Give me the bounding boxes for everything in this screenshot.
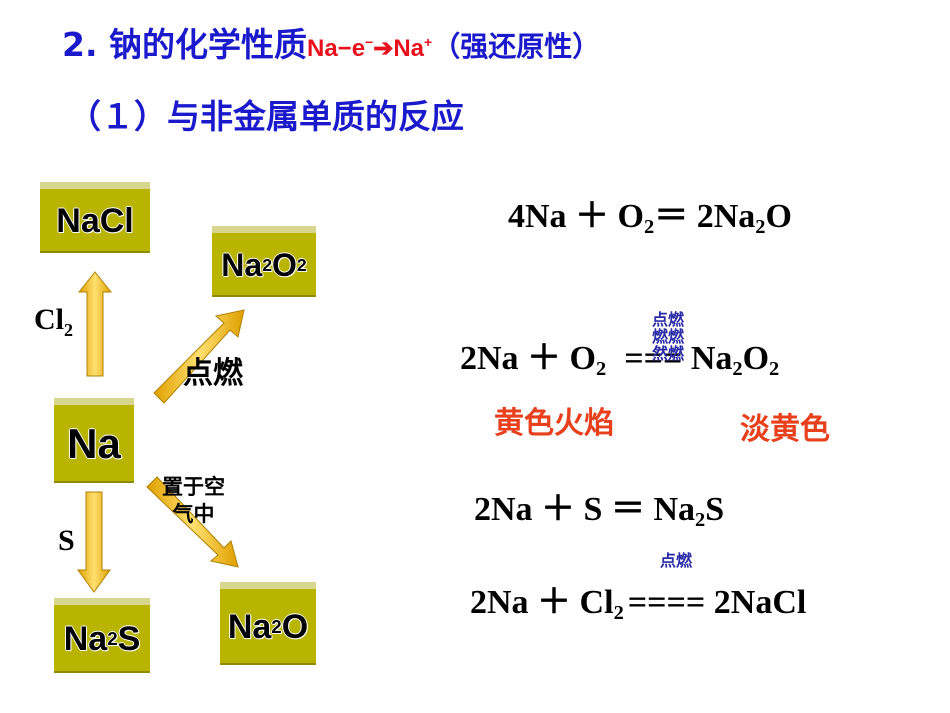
equation-2-condition: 点燃燃燃然燃 bbox=[652, 310, 685, 363]
arrow-diag-down bbox=[146, 476, 239, 568]
equation-4: 2Na ＋ Cl2==== 2NaCl bbox=[470, 584, 807, 625]
note-flame: 黄色火焰 bbox=[494, 406, 614, 441]
slide-title: 2. 钠的化学性质Na−e−➔Na+（强还原性） bbox=[62, 18, 600, 66]
equation-1: 4Na ＋ O2＝ 2Na2O bbox=[508, 198, 792, 239]
label-ignite: 点燃 bbox=[183, 356, 243, 391]
box-na: Na bbox=[54, 398, 134, 483]
arrow-up bbox=[77, 271, 113, 377]
equation-4-condition: 点燃 bbox=[660, 551, 693, 570]
box-nacl: NaCl bbox=[40, 182, 150, 253]
equation-2: 2Na ＋ O2=== Na2O2 bbox=[460, 340, 780, 381]
equation-3: 2Na ＋ S ＝ Na2S bbox=[474, 491, 725, 532]
label-air: 置于空气中 bbox=[162, 475, 225, 526]
label-cl2: Cl2 bbox=[34, 303, 73, 340]
slide-subtitle: （１）与非金属单质的反应 bbox=[68, 97, 464, 136]
arrow-diag-up bbox=[153, 309, 245, 404]
note-color: 淡黄色 bbox=[740, 412, 830, 447]
label-s: S bbox=[58, 524, 75, 557]
title-main: 2. 钠的化学性质 bbox=[62, 25, 307, 64]
title-formula: Na−e−➔Na+ bbox=[307, 34, 433, 62]
title-note: （强还原性） bbox=[432, 30, 601, 63]
arrow-down bbox=[77, 491, 111, 593]
